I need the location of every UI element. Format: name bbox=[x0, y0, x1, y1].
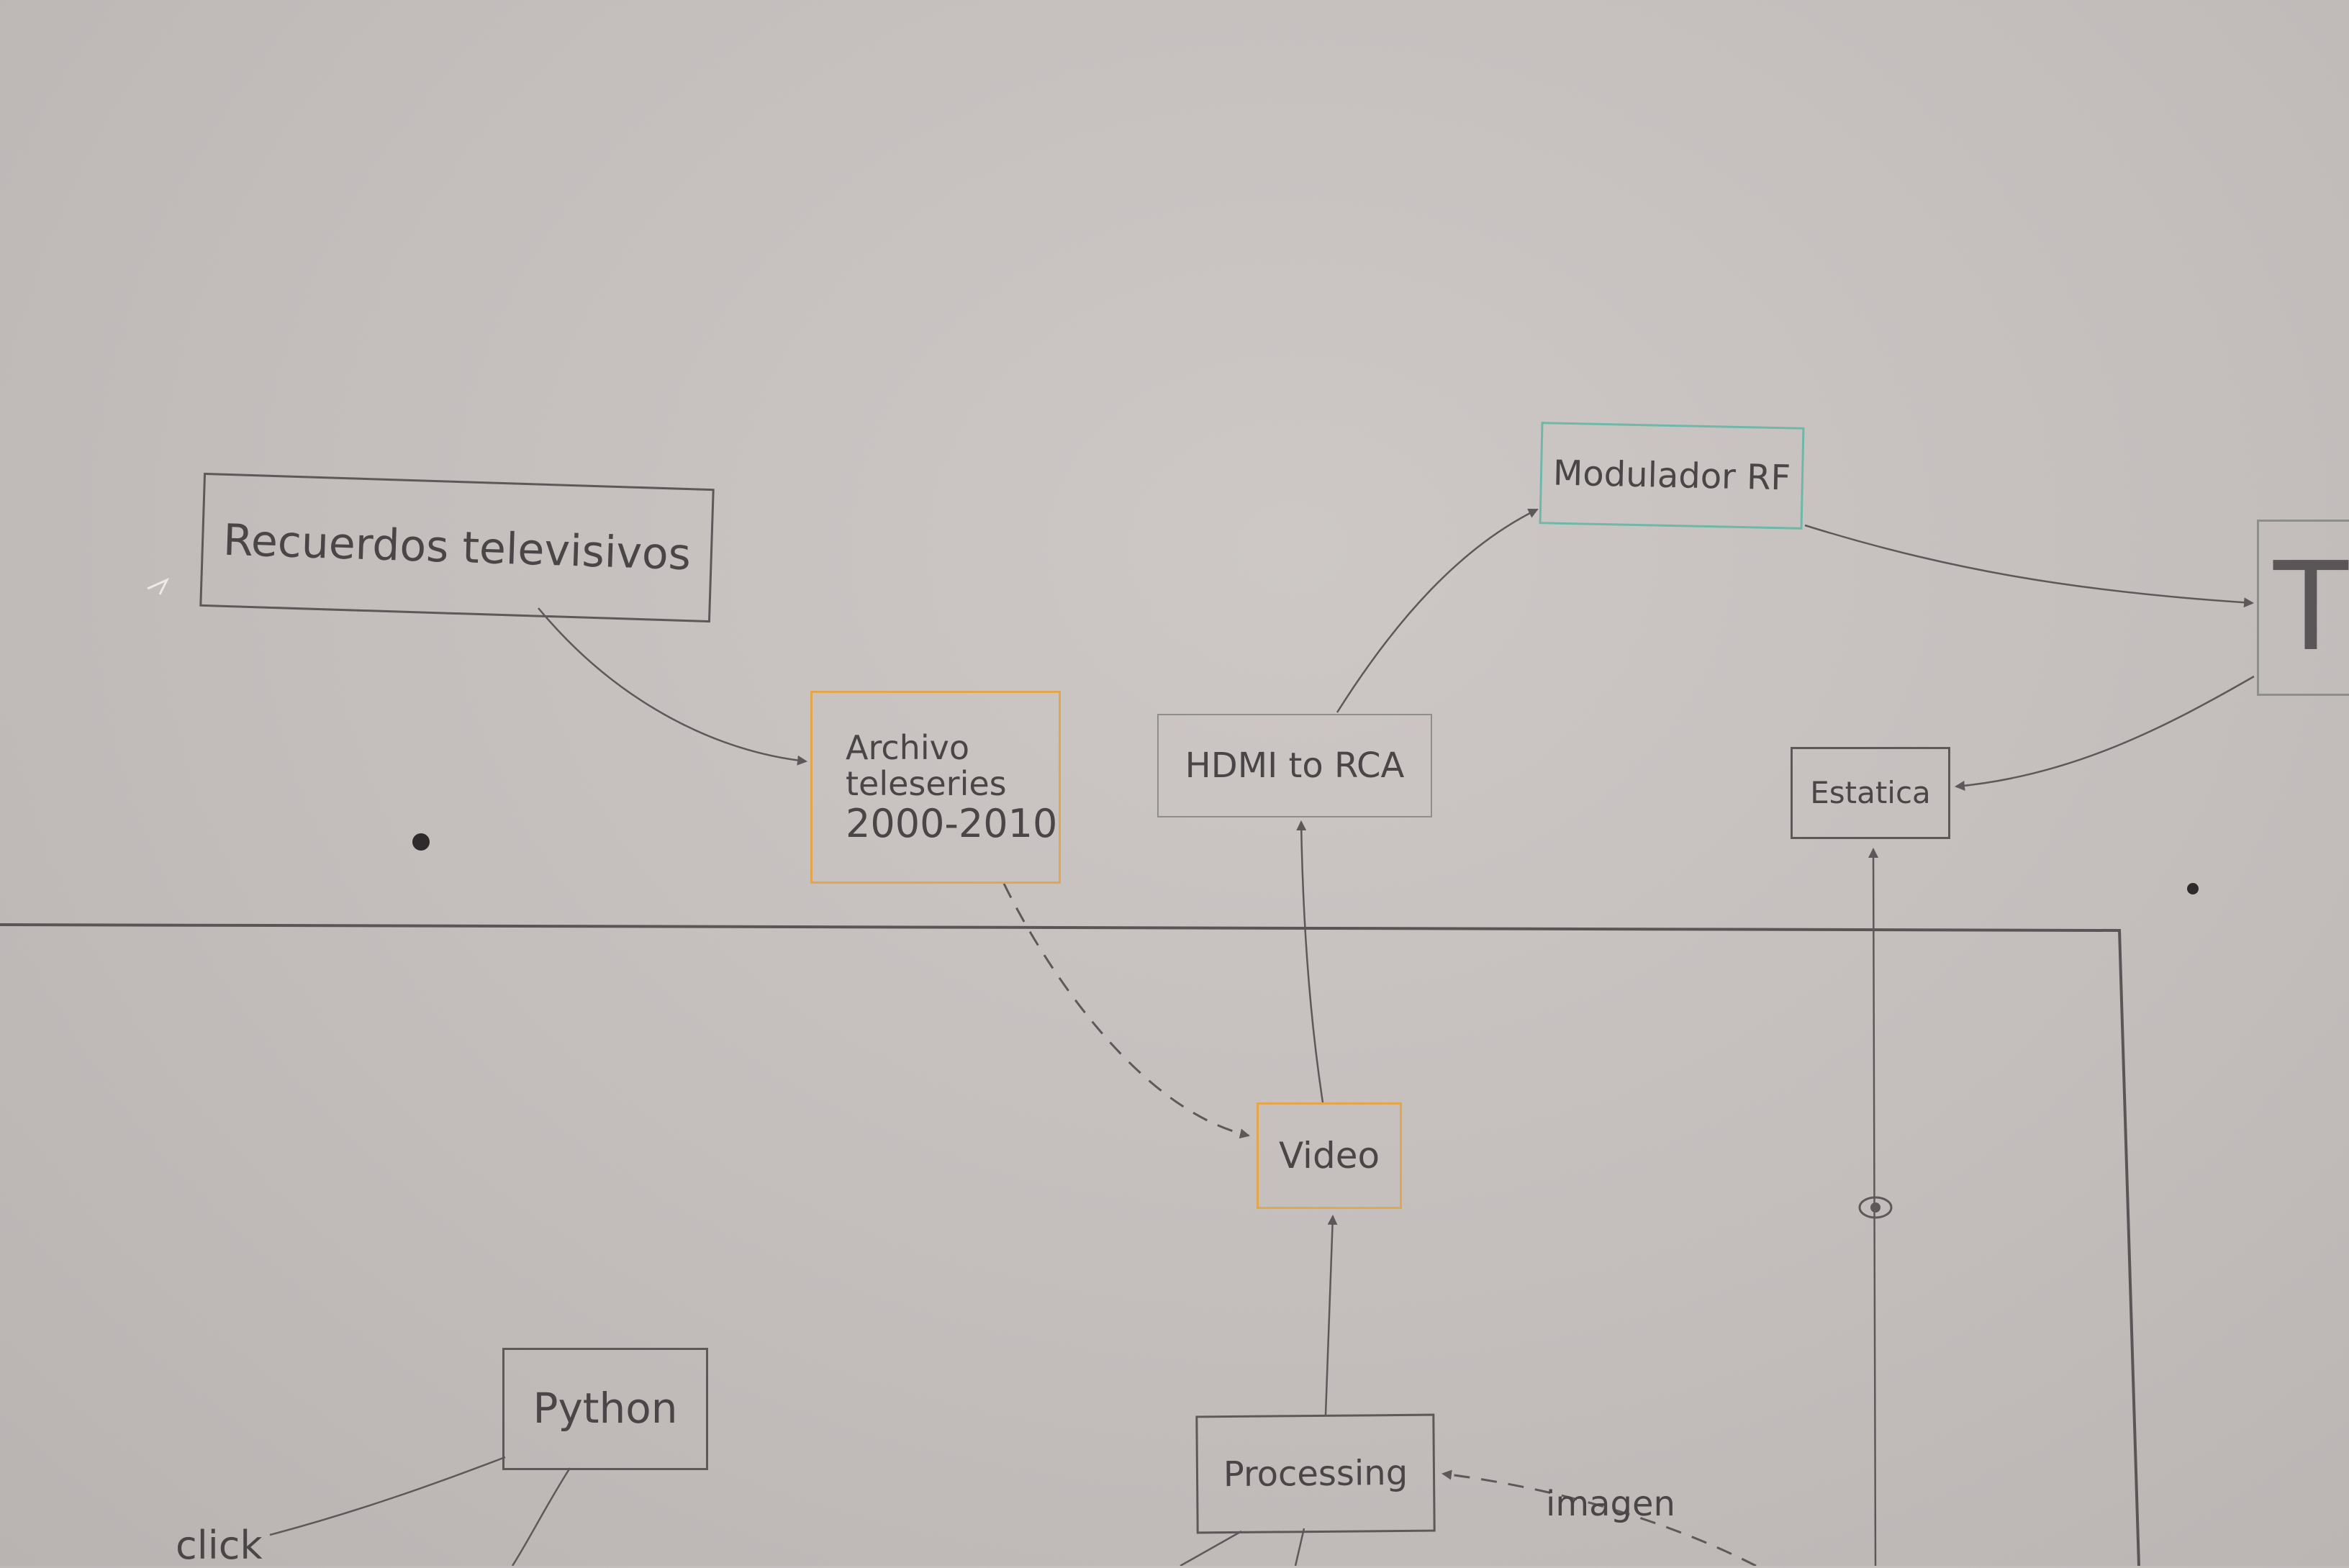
edge-click-python bbox=[269, 1456, 506, 1536]
node-recuerdos-televisivos: Recuerdos televisivos bbox=[199, 472, 715, 623]
edge-processing-down bbox=[1294, 1528, 1305, 1566]
edge-processing-down-left bbox=[1180, 1530, 1242, 1566]
edge-python-down bbox=[511, 1467, 571, 1566]
pencil-dot bbox=[2187, 883, 2199, 894]
node-archivo-line3: 2000-2010 bbox=[846, 800, 1058, 846]
node-recuerdos-label: Recuerdos televisivos bbox=[222, 515, 692, 581]
node-python-label: Python bbox=[533, 1384, 678, 1433]
node-video-label: Video bbox=[1278, 1134, 1380, 1177]
node-tv: TV bbox=[2257, 520, 2349, 696]
system-frame bbox=[0, 923, 2140, 1566]
node-modulador-rf: Modulador RF bbox=[1539, 422, 1805, 530]
node-archivo-text: Archivo teleseries 2000-2010 bbox=[846, 730, 1057, 846]
node-processing-label: Processing bbox=[1223, 1452, 1408, 1495]
edge-modulador-tv bbox=[1804, 524, 2254, 608]
edge-label-imagen: imagen bbox=[1546, 1484, 1675, 1524]
edge-video-hdmi bbox=[1296, 820, 1324, 1103]
eye-icon bbox=[1858, 1196, 1893, 1219]
edge-hdmi-modulador bbox=[1336, 508, 1539, 713]
node-estatica: Estatica bbox=[1791, 747, 1950, 839]
node-processing: Processing bbox=[1195, 1413, 1436, 1534]
edge-recuerdos-archivo bbox=[538, 607, 807, 766]
node-estatica-label: Estatica bbox=[1810, 774, 1931, 810]
node-modulador-label: Modulador RF bbox=[1552, 453, 1791, 499]
node-archivo-teleseries: Archivo teleseries 2000-2010 bbox=[810, 691, 1061, 884]
node-tv-label: TV bbox=[2273, 536, 2349, 679]
edge-archivo-video bbox=[1002, 883, 1250, 1139]
node-hdmi-to-rca: HDMI to RCA bbox=[1157, 714, 1432, 817]
node-hdmi-label: HDMI to RCA bbox=[1185, 745, 1405, 786]
node-video: Video bbox=[1257, 1102, 1402, 1209]
node-archivo-line1: Archivo bbox=[846, 728, 969, 767]
edge-label-click: click bbox=[176, 1523, 263, 1568]
pencil-mark bbox=[147, 577, 170, 595]
edge-processing-video bbox=[1324, 1215, 1338, 1415]
edge-imagen-processing bbox=[1441, 1469, 1757, 1566]
edge-tv-estatica bbox=[1955, 675, 2255, 791]
node-archivo-line2: teleseries bbox=[846, 764, 1007, 804]
pencil-dot bbox=[412, 833, 430, 851]
node-python: Python bbox=[502, 1348, 708, 1470]
